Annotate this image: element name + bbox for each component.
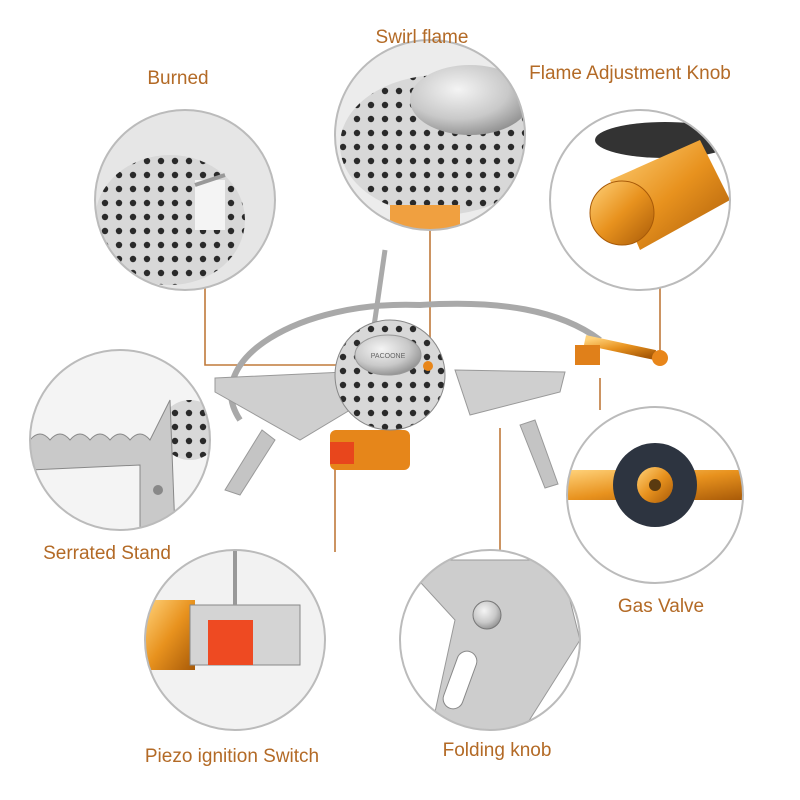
label-serrated-stand: Serrated Stand [43, 543, 171, 564]
label-flame-adjustment-knob: Flame Adjustment Knob [529, 63, 731, 84]
detail-circle-flame-knob [549, 109, 731, 291]
detail-circle-folding-knob [399, 549, 581, 731]
label-gas-valve: Gas Valve [617, 596, 705, 617]
detail-circle-burner [94, 109, 276, 291]
detail-circle-serrated-stand [29, 349, 211, 531]
detail-circle-swirl-flame [334, 39, 526, 231]
detail-circle-gas-valve [566, 406, 744, 584]
brand-logo: PACOONE [371, 353, 406, 360]
label-burned: Burned [147, 68, 209, 89]
detail-circle-piezo-switch [144, 549, 326, 731]
label-piezo-ignition-switch: Piezo ignition Switch [144, 746, 320, 767]
label-swirl-flame: Swirl flame [375, 27, 469, 48]
label-folding-knob: Folding knob [442, 740, 552, 761]
leader-lines [204, 230, 661, 552]
stove-body: PACOONE [214, 249, 668, 496]
